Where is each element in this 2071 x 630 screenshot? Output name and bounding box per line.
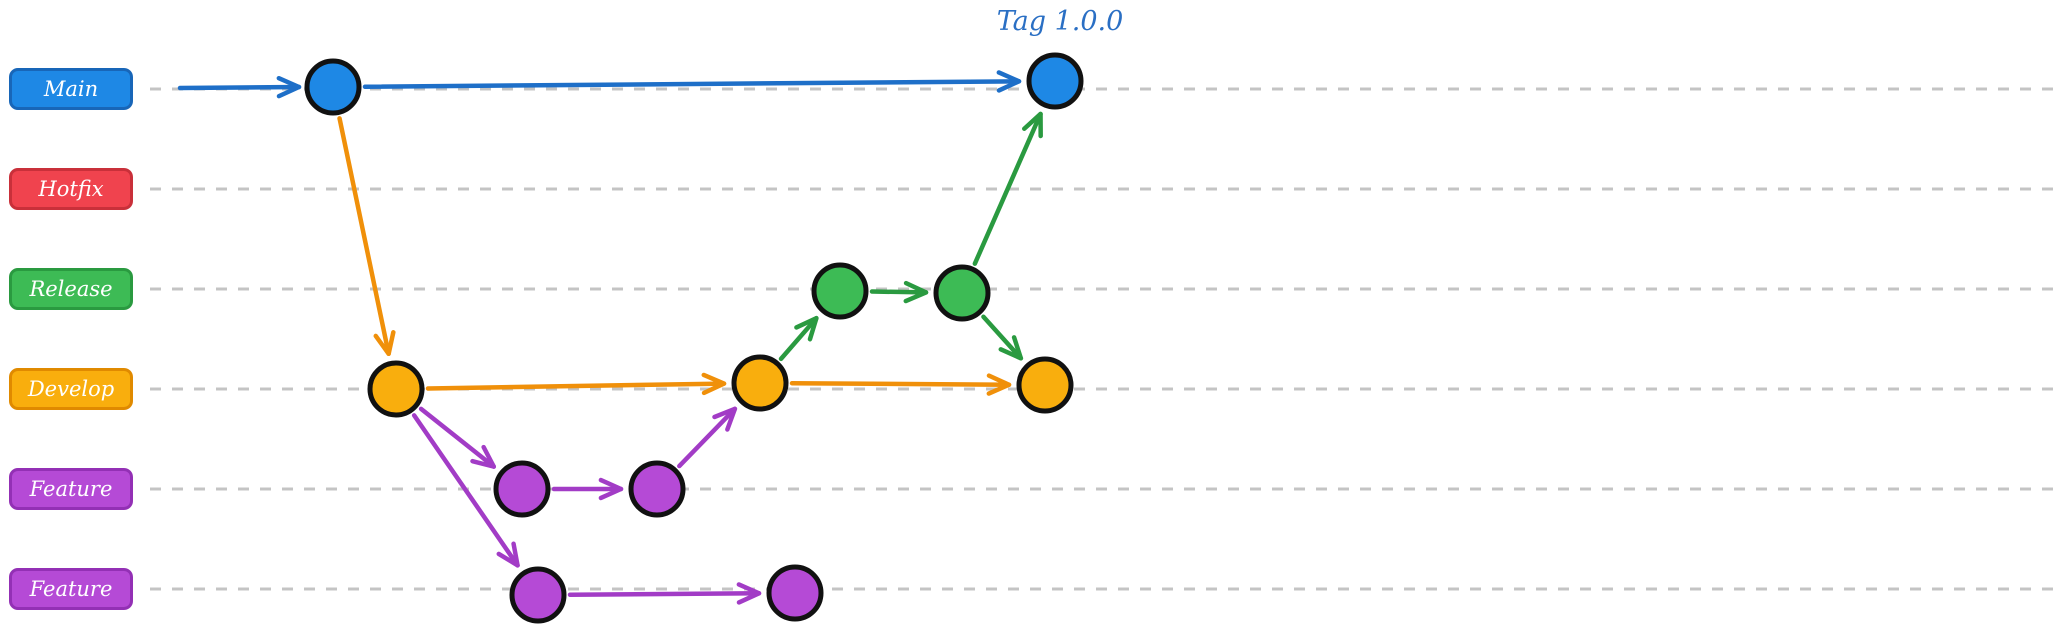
branch-lanes bbox=[150, 87, 2062, 591]
edge-c-dev-2-to-c-rel-1 bbox=[778, 315, 819, 362]
branch-label-develop: Develop bbox=[9, 368, 133, 410]
edge-c-dev-1-to-c-feat1-1 bbox=[418, 406, 497, 469]
edge-c-rel-1-to-c-rel-2 bbox=[869, 280, 929, 304]
commit-node-feat1-2 bbox=[628, 460, 686, 518]
branch-label-release: Release bbox=[9, 268, 133, 310]
edge-c-feat1-2-to-c-dev-2 bbox=[677, 406, 738, 469]
main-incoming-arrow bbox=[177, 75, 302, 99]
commit-node-dev-3 bbox=[1016, 356, 1074, 414]
commit-node-feat2-2 bbox=[766, 564, 824, 622]
edge-c-dev-1-to-c-feat2-1 bbox=[411, 413, 520, 568]
commit-node-rel-1 bbox=[811, 262, 869, 320]
edge-c-dev-2-to-c-dev-3 bbox=[789, 373, 1012, 396]
branch-label-main: Main bbox=[9, 68, 133, 110]
edge-c-rel-2-to-c-dev-3 bbox=[981, 314, 1024, 361]
edge-c-rel-2-to-c-main-2 bbox=[972, 111, 1043, 266]
branch-label-feature-1: Feature bbox=[9, 468, 133, 510]
edge-c-feat1-1-to-c-feat1-2 bbox=[551, 477, 624, 501]
edge-c-dev-1-to-c-dev-2 bbox=[425, 372, 727, 396]
commit-node-feat2-1 bbox=[509, 566, 567, 624]
edge-c-main-1-to-c-dev-1 bbox=[337, 116, 396, 357]
commit-node-dev-2 bbox=[731, 354, 789, 412]
release-tag-label: Tag 1.0.0 bbox=[996, 6, 1124, 37]
commit-node-feat1-1 bbox=[493, 460, 551, 518]
commit-node-main-2 bbox=[1026, 52, 1084, 110]
edge-c-main-1-to-c-main-2 bbox=[362, 70, 1022, 93]
commit-node-dev-1 bbox=[367, 360, 425, 418]
commit-edges bbox=[177, 70, 1043, 605]
commit-node-main-1 bbox=[304, 58, 362, 116]
edge-c-feat2-1-to-c-feat2-2 bbox=[567, 582, 762, 605]
branch-label-hotfix: Hotfix bbox=[9, 168, 133, 210]
commit-nodes bbox=[304, 52, 1084, 624]
branch-label-feature-2: Feature bbox=[9, 568, 133, 610]
commit-node-rel-2 bbox=[933, 264, 991, 322]
